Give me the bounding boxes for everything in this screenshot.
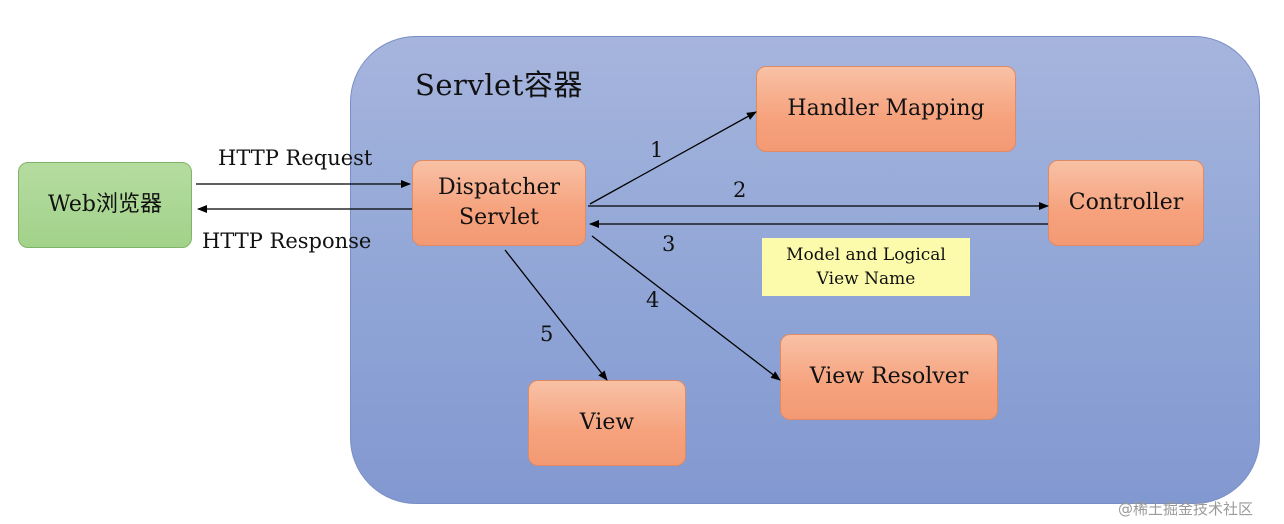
handler-mapping-label: Handler Mapping	[787, 96, 985, 121]
http-response-label: HTTP Response	[202, 229, 372, 253]
view-resolver-node: View Resolver	[780, 334, 998, 420]
web-browser-node: Web浏览器	[18, 162, 192, 248]
arrow-step-1	[589, 111, 757, 205]
note-line1: Model and Logical	[786, 245, 946, 265]
container-title: Servlet容器	[415, 68, 583, 102]
arrow-step-5	[504, 249, 608, 381]
note-line2: View Name	[816, 269, 916, 289]
http-request-label: HTTP Request	[218, 146, 373, 170]
model-view-note: Model and Logical View Name	[762, 238, 970, 296]
handler-mapping-node: Handler Mapping	[756, 66, 1016, 152]
step-2-label: 2	[733, 178, 747, 202]
arrow-step-4	[591, 235, 781, 381]
step-1-label: 1	[650, 138, 664, 162]
view-label: View	[579, 410, 635, 435]
dispatcher-label-line1: Dispatcher	[437, 175, 561, 200]
controller-label: Controller	[1068, 190, 1184, 215]
step-4-label: 4	[646, 288, 660, 312]
web-browser-label: Web浏览器	[48, 192, 162, 217]
controller-node: Controller	[1048, 160, 1204, 246]
step-5-label: 5	[540, 322, 554, 346]
view-resolver-label: View Resolver	[809, 364, 969, 389]
step-3-label: 3	[662, 232, 676, 256]
watermark: @稀土掘金技术社区	[1118, 500, 1254, 518]
view-node: View	[528, 380, 686, 466]
dispatcher-label-line2: Servlet	[459, 205, 539, 230]
dispatcher-servlet-node: Dispatcher Servlet	[412, 160, 586, 246]
